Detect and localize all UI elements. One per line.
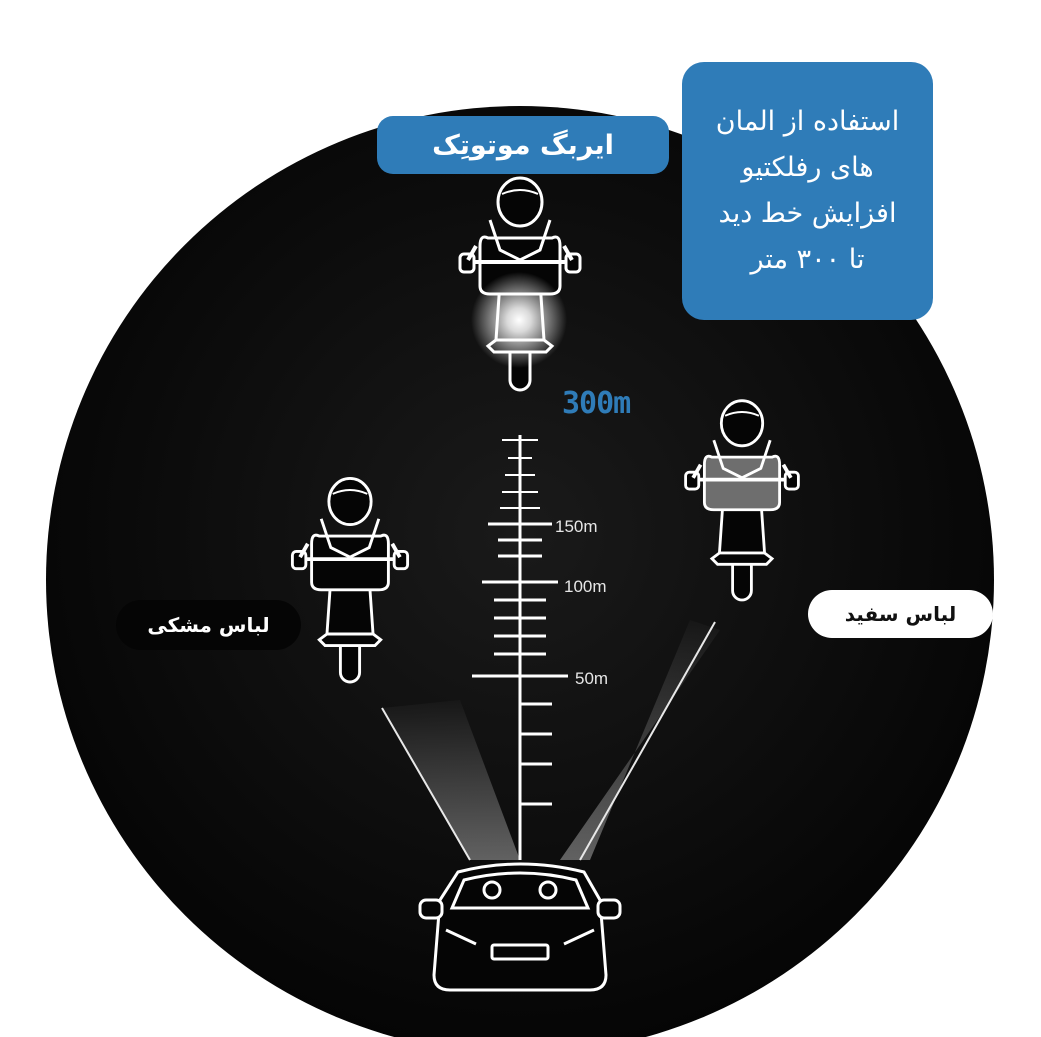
distance-scale [472, 435, 568, 860]
headlight-beams [381, 620, 720, 861]
distance-100-label: 100m [564, 577, 607, 596]
white-clothes-label: لباس سفید [808, 590, 993, 638]
headlight-glow-icon [471, 272, 567, 368]
distance-50-label: 50m [575, 669, 609, 688]
info-callout: استفاده از المان های رفلکتیو افزایش خط د… [682, 62, 933, 320]
distance-150-label: 150m [555, 517, 598, 536]
black-clothes-label: لباس مشکی [116, 600, 301, 650]
distance-300-label: 300m [562, 386, 631, 421]
title-banner: ایربگ موتوتِک [377, 116, 669, 174]
car-icon [418, 862, 622, 992]
